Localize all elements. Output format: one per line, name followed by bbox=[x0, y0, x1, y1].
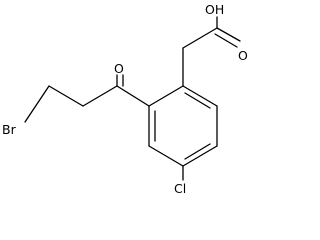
bond-ch2-ch2br bbox=[48, 85, 84, 107]
bond-carboxyl-o-double-a bbox=[216, 27, 241, 42]
chlorine-label: Cl bbox=[174, 181, 186, 196]
acid-carbonyl-oxygen-label: O bbox=[238, 48, 248, 63]
ring-bond-c4-c5 bbox=[182, 145, 218, 167]
benzene-ring bbox=[148, 85, 218, 167]
ring-bond-c3-c4 bbox=[148, 145, 184, 167]
ketone-oxygen-label: O bbox=[114, 61, 124, 76]
ring-bond-c6-c1 bbox=[182, 85, 218, 107]
ring-inner-double-c1-c6 bbox=[184, 92, 211, 109]
bond-ring-ketone bbox=[116, 85, 150, 107]
bromine-label: Br bbox=[2, 122, 17, 137]
chemical-structure-diagram: OH O O Br Cl bbox=[2, 2, 248, 196]
hydroxyl-label: OH bbox=[205, 2, 224, 17]
bond-ch2-carboxyl bbox=[182, 27, 218, 49]
bond-carboxyl-o-double-b bbox=[214, 33, 238, 48]
acetic-acid-group bbox=[182, 16, 241, 87]
ring-inner-double-c4-c5 bbox=[184, 143, 211, 160]
bond-ketone-ch2 bbox=[82, 85, 118, 107]
ring-bond-c1-c2 bbox=[148, 85, 184, 107]
bond-ch2-br bbox=[24, 85, 50, 123]
bromopropanoyl-group bbox=[24, 74, 150, 123]
